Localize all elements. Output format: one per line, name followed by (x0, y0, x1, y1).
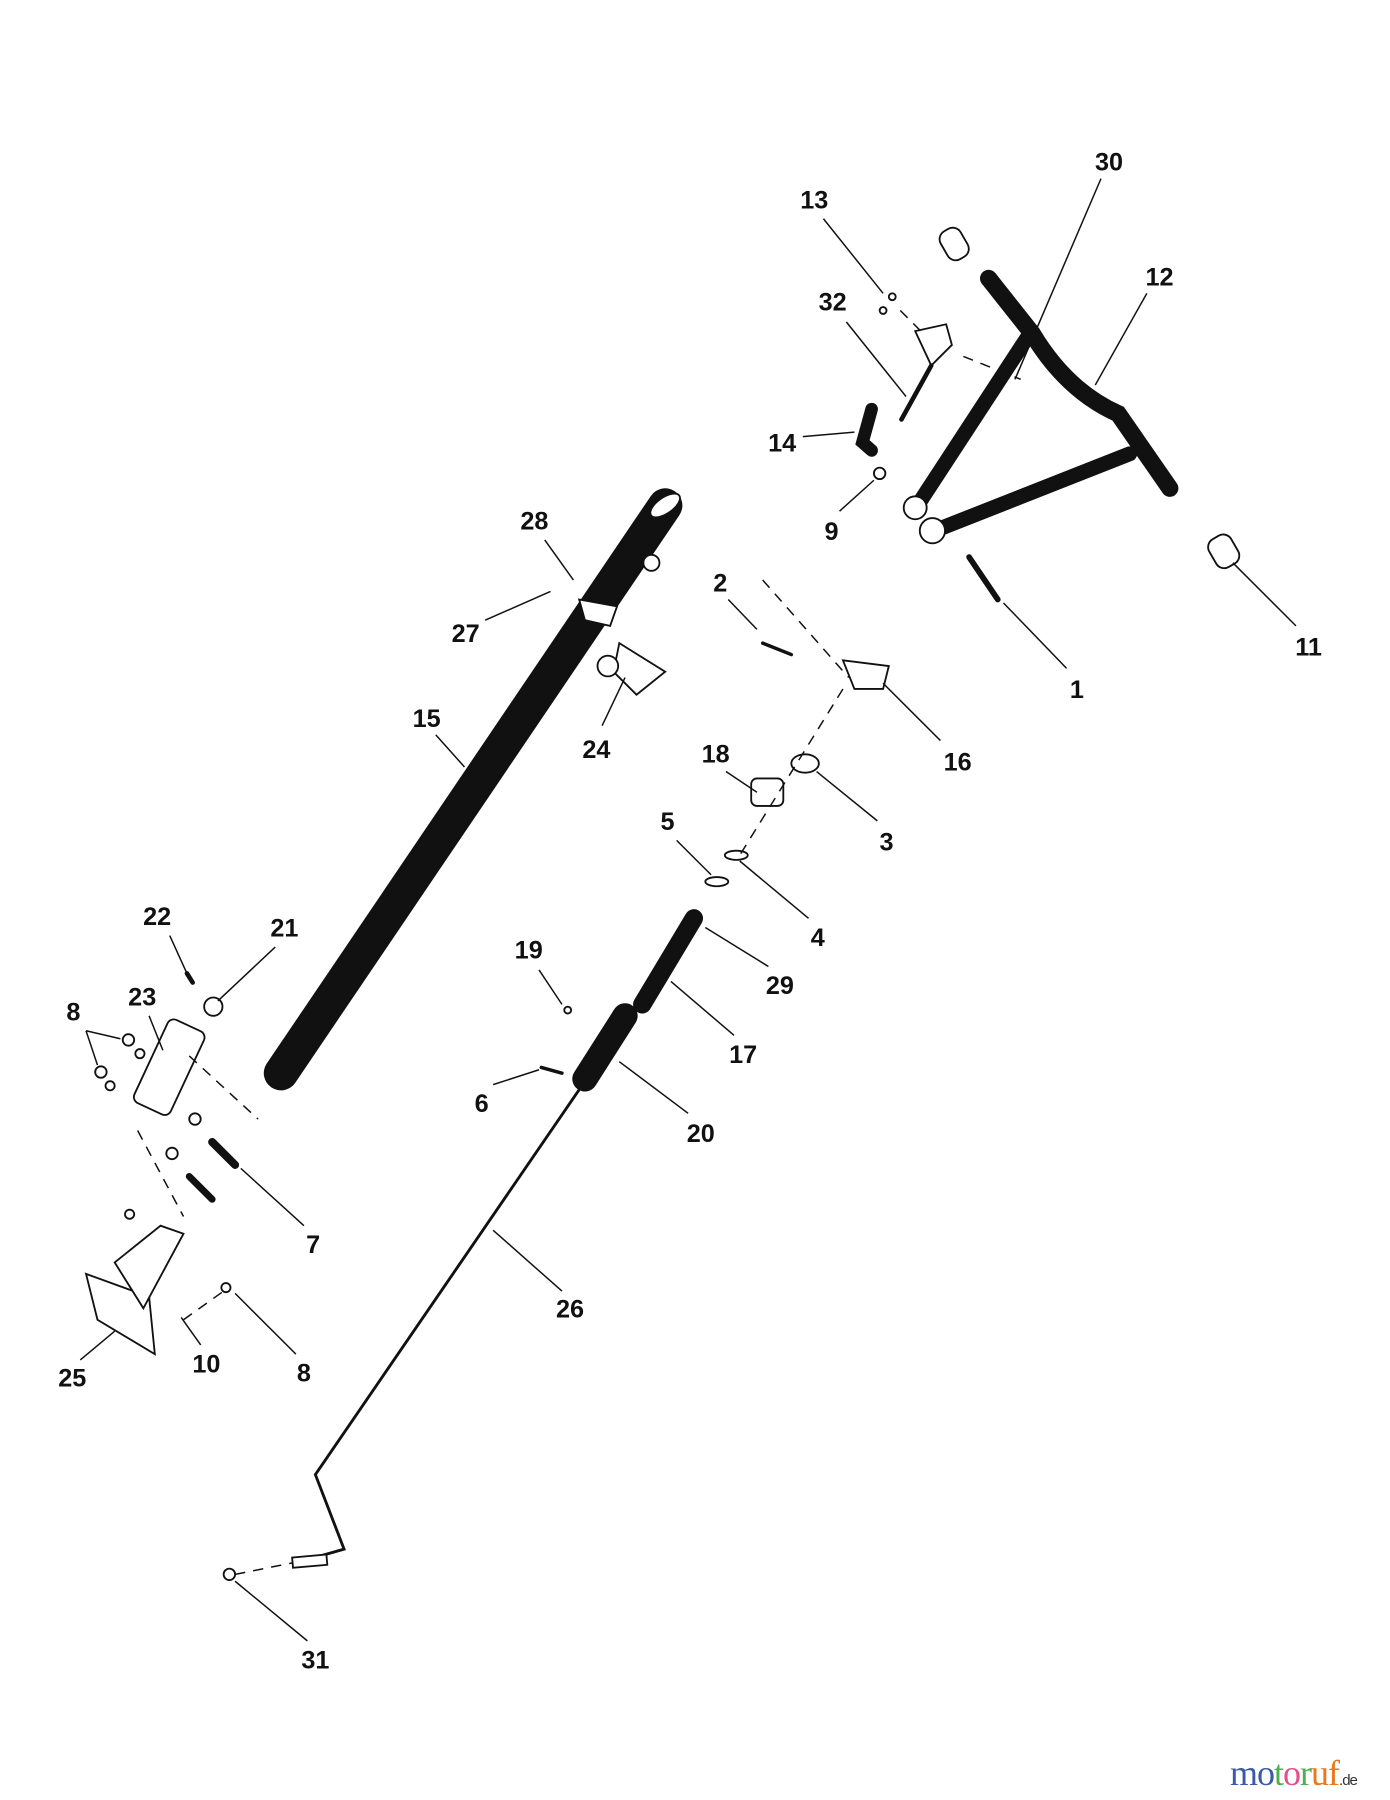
logo-letter: r (1300, 1753, 1312, 1793)
callout-28: 28 (520, 508, 548, 536)
lower-bracket (84, 971, 259, 1356)
callout-2: 2 (713, 569, 727, 597)
callout-27: 27 (452, 620, 480, 648)
callout-labels: 30 13 12 32 14 9 28 2 27 11 1 15 24 16 1… (58, 149, 1322, 1675)
callout-29: 29 (766, 972, 794, 1000)
callout-32: 32 (819, 289, 847, 317)
callout-7: 7 (306, 1231, 320, 1259)
control-lever (855, 292, 953, 481)
callout-10: 10 (192, 1351, 220, 1379)
callout-22: 22 (143, 903, 171, 931)
callout-4: 4 (811, 924, 825, 952)
callout-23: 23 (128, 984, 156, 1012)
callout-6: 6 (475, 1090, 489, 1118)
callout-26: 26 (556, 1295, 584, 1323)
callout-8: 8 (66, 998, 80, 1026)
callout-16: 16 (944, 748, 972, 776)
shaft-assembly (539, 579, 890, 1092)
callout-13: 13 (800, 186, 828, 214)
callout-9: 9 (824, 518, 838, 546)
callout-19: 19 (515, 936, 543, 964)
callout-11: 11 (1295, 634, 1322, 662)
callout-12: 12 (1145, 263, 1173, 291)
logo-suffix: .de (1339, 1772, 1358, 1789)
callout-14: 14 (768, 430, 796, 458)
logo-letter: t (1274, 1753, 1284, 1793)
leader-lines (79, 178, 1297, 1642)
callout-3: 3 (880, 829, 894, 857)
logo-letter: m (1230, 1753, 1258, 1793)
callout-15: 15 (413, 705, 441, 733)
callout-5: 5 (660, 808, 674, 836)
callout-8b: 8 (297, 1360, 311, 1388)
motoruf-watermark-logo: motoruf.de (1230, 1752, 1358, 1794)
logo-letter: f (1328, 1753, 1340, 1793)
callout-24: 24 (582, 736, 610, 764)
rod (222, 1083, 585, 1582)
logo-letter: u (1311, 1753, 1329, 1793)
callout-17: 17 (729, 1041, 757, 1069)
logo-letter: o (1283, 1753, 1301, 1793)
callout-25: 25 (58, 1364, 86, 1392)
callout-30: 30 (1095, 149, 1123, 177)
callout-20: 20 (687, 1120, 715, 1148)
handle-bar (902, 226, 1241, 603)
callout-1: 1 (1070, 676, 1084, 704)
callout-18: 18 (702, 740, 730, 768)
callout-31: 31 (301, 1646, 329, 1674)
main-tube (263, 488, 683, 1091)
callout-21: 21 (270, 915, 298, 943)
logo-letter: o (1257, 1753, 1275, 1793)
